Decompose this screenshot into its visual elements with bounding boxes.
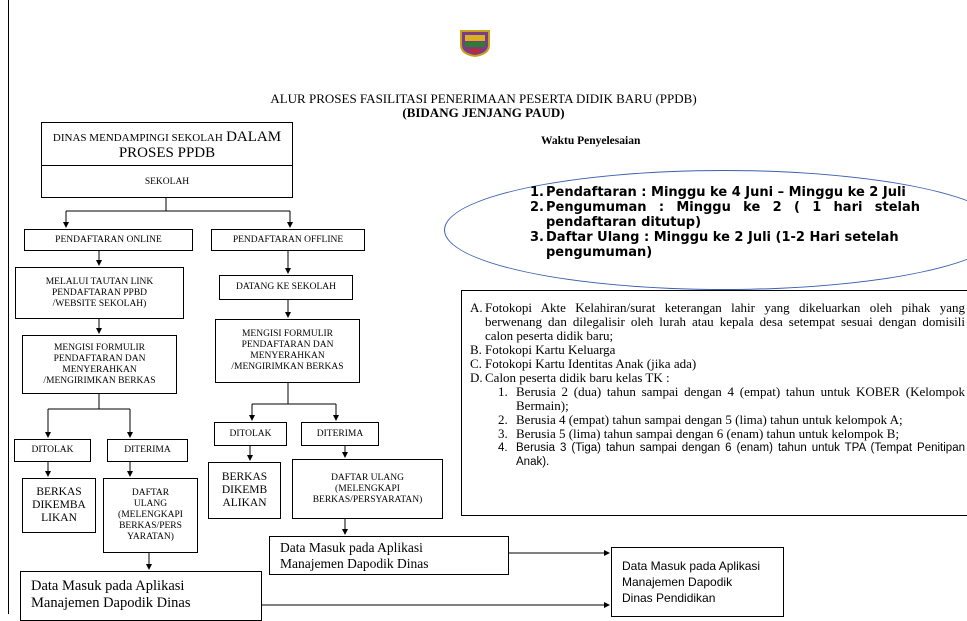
dapodik-online-text-2: Manajemen Dapodik Dinas [31, 595, 191, 611]
persyaratan-key: A. [470, 300, 483, 315]
formulir-offline-text-3: MENYERAHKAN [250, 351, 325, 361]
waktu-item-text: Pengumuman : Minggu ke 2 ( 1 hari stelah… [546, 200, 920, 230]
dapodik-offline-text-1: Data Masuk pada Aplikasi [280, 539, 423, 555]
persyaratan-subkey: 3. [498, 426, 508, 441]
daftar-online-text-2: ULANG [133, 499, 168, 509]
daftar-offline-text-3: BERKAS/PERSYARATAN) [312, 494, 423, 505]
page-subtitle: (BIDANG JENJANG PAUD) [402, 105, 565, 120]
tautan-text-1: MELALUI TAUTAN LINK [45, 276, 154, 287]
persyaratan-item: D.Calon peserta didik baru kelas TK : [470, 371, 965, 385]
persyaratan-subtext: Berusia 3 (Tiga) tahun sampai dengan 6 (… [516, 442, 965, 468]
diterima-offline-box: DITERIMA [301, 422, 379, 446]
formulir-online-text-4: /MENGIRIMKAN BERKAS [43, 375, 156, 386]
page-title: ALUR PROSES FASILITASI PENERIMAAN PESERT… [270, 91, 697, 106]
dinas-text-3: PROSES PPDB [118, 145, 216, 161]
daftar-offline-text-1: DAFTAR ULANG [331, 472, 404, 483]
persyaratan-subitem: 2. Berusia 4 (empat) tahun sampai dengan … [498, 413, 965, 427]
persyaratan-subkey: 2. [498, 412, 508, 427]
persyaratan-key: C. [470, 356, 482, 371]
persyaratan-sublist: 1. Berusia 2 (dua) tahun sampai dengan 4 … [470, 385, 965, 469]
formulir-online-text-2: PENDAFTARAN DAN [53, 353, 146, 364]
tautan-text-3: /WEBSITE SEKOLAH) [52, 298, 147, 309]
formulir-offline-text-4: /MENGIRIMKAN BERKAS [231, 362, 344, 372]
dinas-text-2: DALAM [226, 129, 282, 145]
persyaratan-box [461, 290, 967, 516]
waktu-item-num: 2. [530, 200, 544, 215]
sekolah-box: SEKOLAH [42, 165, 292, 199]
page-left-border [8, 0, 9, 614]
daftar-ulang-offline-box: DAFTAR ULANG (MELENGKAPI BERKAS/PERSYARA… [292, 459, 443, 519]
dapodik-online-text-1: Data Masuk pada Aplikasi [31, 578, 185, 594]
pendaftaran-online-box: PENDAFTARAN ONLINE [24, 229, 193, 251]
waktu-item: 3.Daftar Ulang : Minggu ke 2 Juli (1-2 H… [530, 230, 920, 260]
berkas-dikembalikan-online-box: BERKAS DIKEMBA LIKAN [22, 478, 96, 533]
persyaratan-text: Fotokopi Akte Kelahiran/surat keterangan… [485, 300, 965, 343]
waktu-item: 1.Pendaftaran : Minggu ke 4 Juni – Mingg… [530, 185, 920, 200]
tautan-link-box: MELALUI TAUTAN LINK PENDAFTARAN PPBD /WE… [15, 267, 184, 319]
waktu-list: 1.Pendaftaran : Minggu ke 4 Juni – Mingg… [510, 185, 920, 260]
dapodik-online-box: Data Masuk pada Aplikasi Manajemen Dapod… [20, 571, 262, 621]
daftar-online-text-4: BERKAS/PERS [119, 521, 182, 531]
dapodik-pendidikan-text-1: Data Masuk pada Aplikasi [622, 559, 761, 573]
persyaratan-key: B. [470, 342, 482, 357]
daftar-online-text-5: YARATAN) [127, 532, 174, 542]
waktu-penyelesaian-label: Waktu Penyelesaian [541, 135, 641, 147]
persyaratan-text: Calon peserta didik baru kelas TK : [485, 370, 670, 385]
pendaftaran-offline-box: PENDAFTARAN OFFLINE [211, 229, 365, 251]
berkas-dikembalikan-offline-box: BERKAS DIKEMB ALIKAN [208, 462, 281, 519]
persyaratan-subkey: 1. [498, 384, 508, 399]
formulir-online-box: MENGISI FORMULIR PENDAFTARAN DAN MENYERA… [22, 335, 177, 394]
datang-sekolah-box: DATANG KE SEKOLAH [219, 275, 353, 300]
formulir-offline-text-2: PENDAFTARAN DAN [241, 340, 334, 350]
dapodik-dinas-pendidikan-box: Data Masuk pada Aplikasi Manajemen Dapod… [611, 547, 784, 617]
dapodik-offline-box: Data Masuk pada Aplikasi Manajemen Dapod… [269, 536, 509, 575]
persyaratan-subtext: Berusia 4 (empat) tahun sampai dengan 5 … [516, 412, 903, 427]
persyaratan-subtext: Berusia 5 (lima) tahun sampai dengan 6 (… [516, 426, 900, 441]
persyaratan-item: C.Fotokopi Kartu Identitas Anak (jika ad… [470, 357, 965, 371]
berkas-offline-text-1: BERKAS [221, 471, 268, 483]
dapodik-pendidikan-text-2: Manajemen Dapodik [622, 575, 733, 589]
waktu-item-num: 3. [530, 230, 544, 245]
dapodik-pendidikan-text-3: Dinas Pendidikan [622, 591, 716, 605]
dinas-text-1: DINAS MENDAMPINGI SEKOLAH [52, 132, 223, 144]
waktu-ellipse [444, 170, 967, 290]
berkas-online-text-3: LIKAN [41, 512, 77, 524]
persyaratan-text: Fotokopi Kartu Identitas Anak (jika ada) [485, 356, 697, 371]
waktu-item-text: Daftar Ulang : Minggu ke 2 Juli (1-2 Har… [546, 230, 899, 260]
persyaratan-list: A.Fotokopi Akte Kelahiran/surat keterang… [470, 301, 965, 469]
diterima-online-box: DITERIMA [107, 439, 188, 462]
berkas-offline-text-2: DIKEMB [221, 484, 268, 496]
formulir-online-text-1: MENGISI FORMULIR [53, 342, 146, 353]
persyaratan-item: A.Fotokopi Akte Kelahiran/surat keterang… [470, 301, 965, 343]
persyaratan-item: B.Fotokopi Kartu Keluarga [470, 343, 965, 357]
regency-emblem-icon [460, 30, 490, 57]
formulir-offline-text-1: MENGISI FORMULIR [241, 329, 334, 339]
daftar-ulang-online-box: DAFTAR ULANG (MELENGKAPI BERKAS/PERS YAR… [103, 478, 198, 553]
ditolak-online-box: DITOLAK [14, 439, 91, 462]
dinas-sekolah-box: DINAS MENDAMPINGI SEKOLAH DALAM PROSES P… [41, 122, 293, 198]
daftar-online-text-3: (MELENGKAPI [118, 510, 183, 520]
waktu-item-text: Pendaftaran : Minggu ke 4 Juni – Minggu … [546, 185, 906, 200]
persyaratan-subkey: 4. [498, 442, 508, 454]
daftar-offline-text-2: (MELENGKAPI [335, 483, 400, 494]
berkas-online-text-2: DIKEMBA [32, 499, 86, 511]
berkas-offline-text-3: ALIKAN [222, 497, 267, 509]
waktu-item-num: 1. [530, 185, 544, 200]
waktu-item: 2.Pengumuman : Minggu ke 2 ( 1 hari stel… [530, 200, 920, 230]
persyaratan-subitem: 3. Berusia 5 (lima) tahun sampai dengan 6… [498, 427, 965, 441]
daftar-online-text-1: DAFTAR [131, 488, 170, 498]
ditolak-offline-box: DITOLAK [214, 422, 287, 446]
persyaratan-subitem: 1. Berusia 2 (dua) tahun sampai dengan 4 … [498, 385, 965, 413]
persyaratan-subitem: 4. Berusia 3 (Tiga) tahun sampai dengan 6… [498, 441, 965, 469]
tautan-text-2: PENDAFTARAN PPBD [51, 287, 148, 298]
berkas-online-text-1: BERKAS [36, 486, 82, 498]
persyaratan-text: Fotokopi Kartu Keluarga [485, 342, 616, 357]
persyaratan-subtext: Berusia 2 (dua) tahun sampai dengan 4 (e… [516, 384, 965, 413]
formulir-online-text-3: MENYERAHKAN [62, 364, 137, 375]
dapodik-offline-text-2: Manajemen Dapodik Dinas [280, 555, 429, 571]
formulir-offline-box: MENGISI FORMULIR PENDAFTARAN DAN MENYERA… [215, 319, 360, 383]
persyaratan-key: D. [470, 370, 483, 385]
